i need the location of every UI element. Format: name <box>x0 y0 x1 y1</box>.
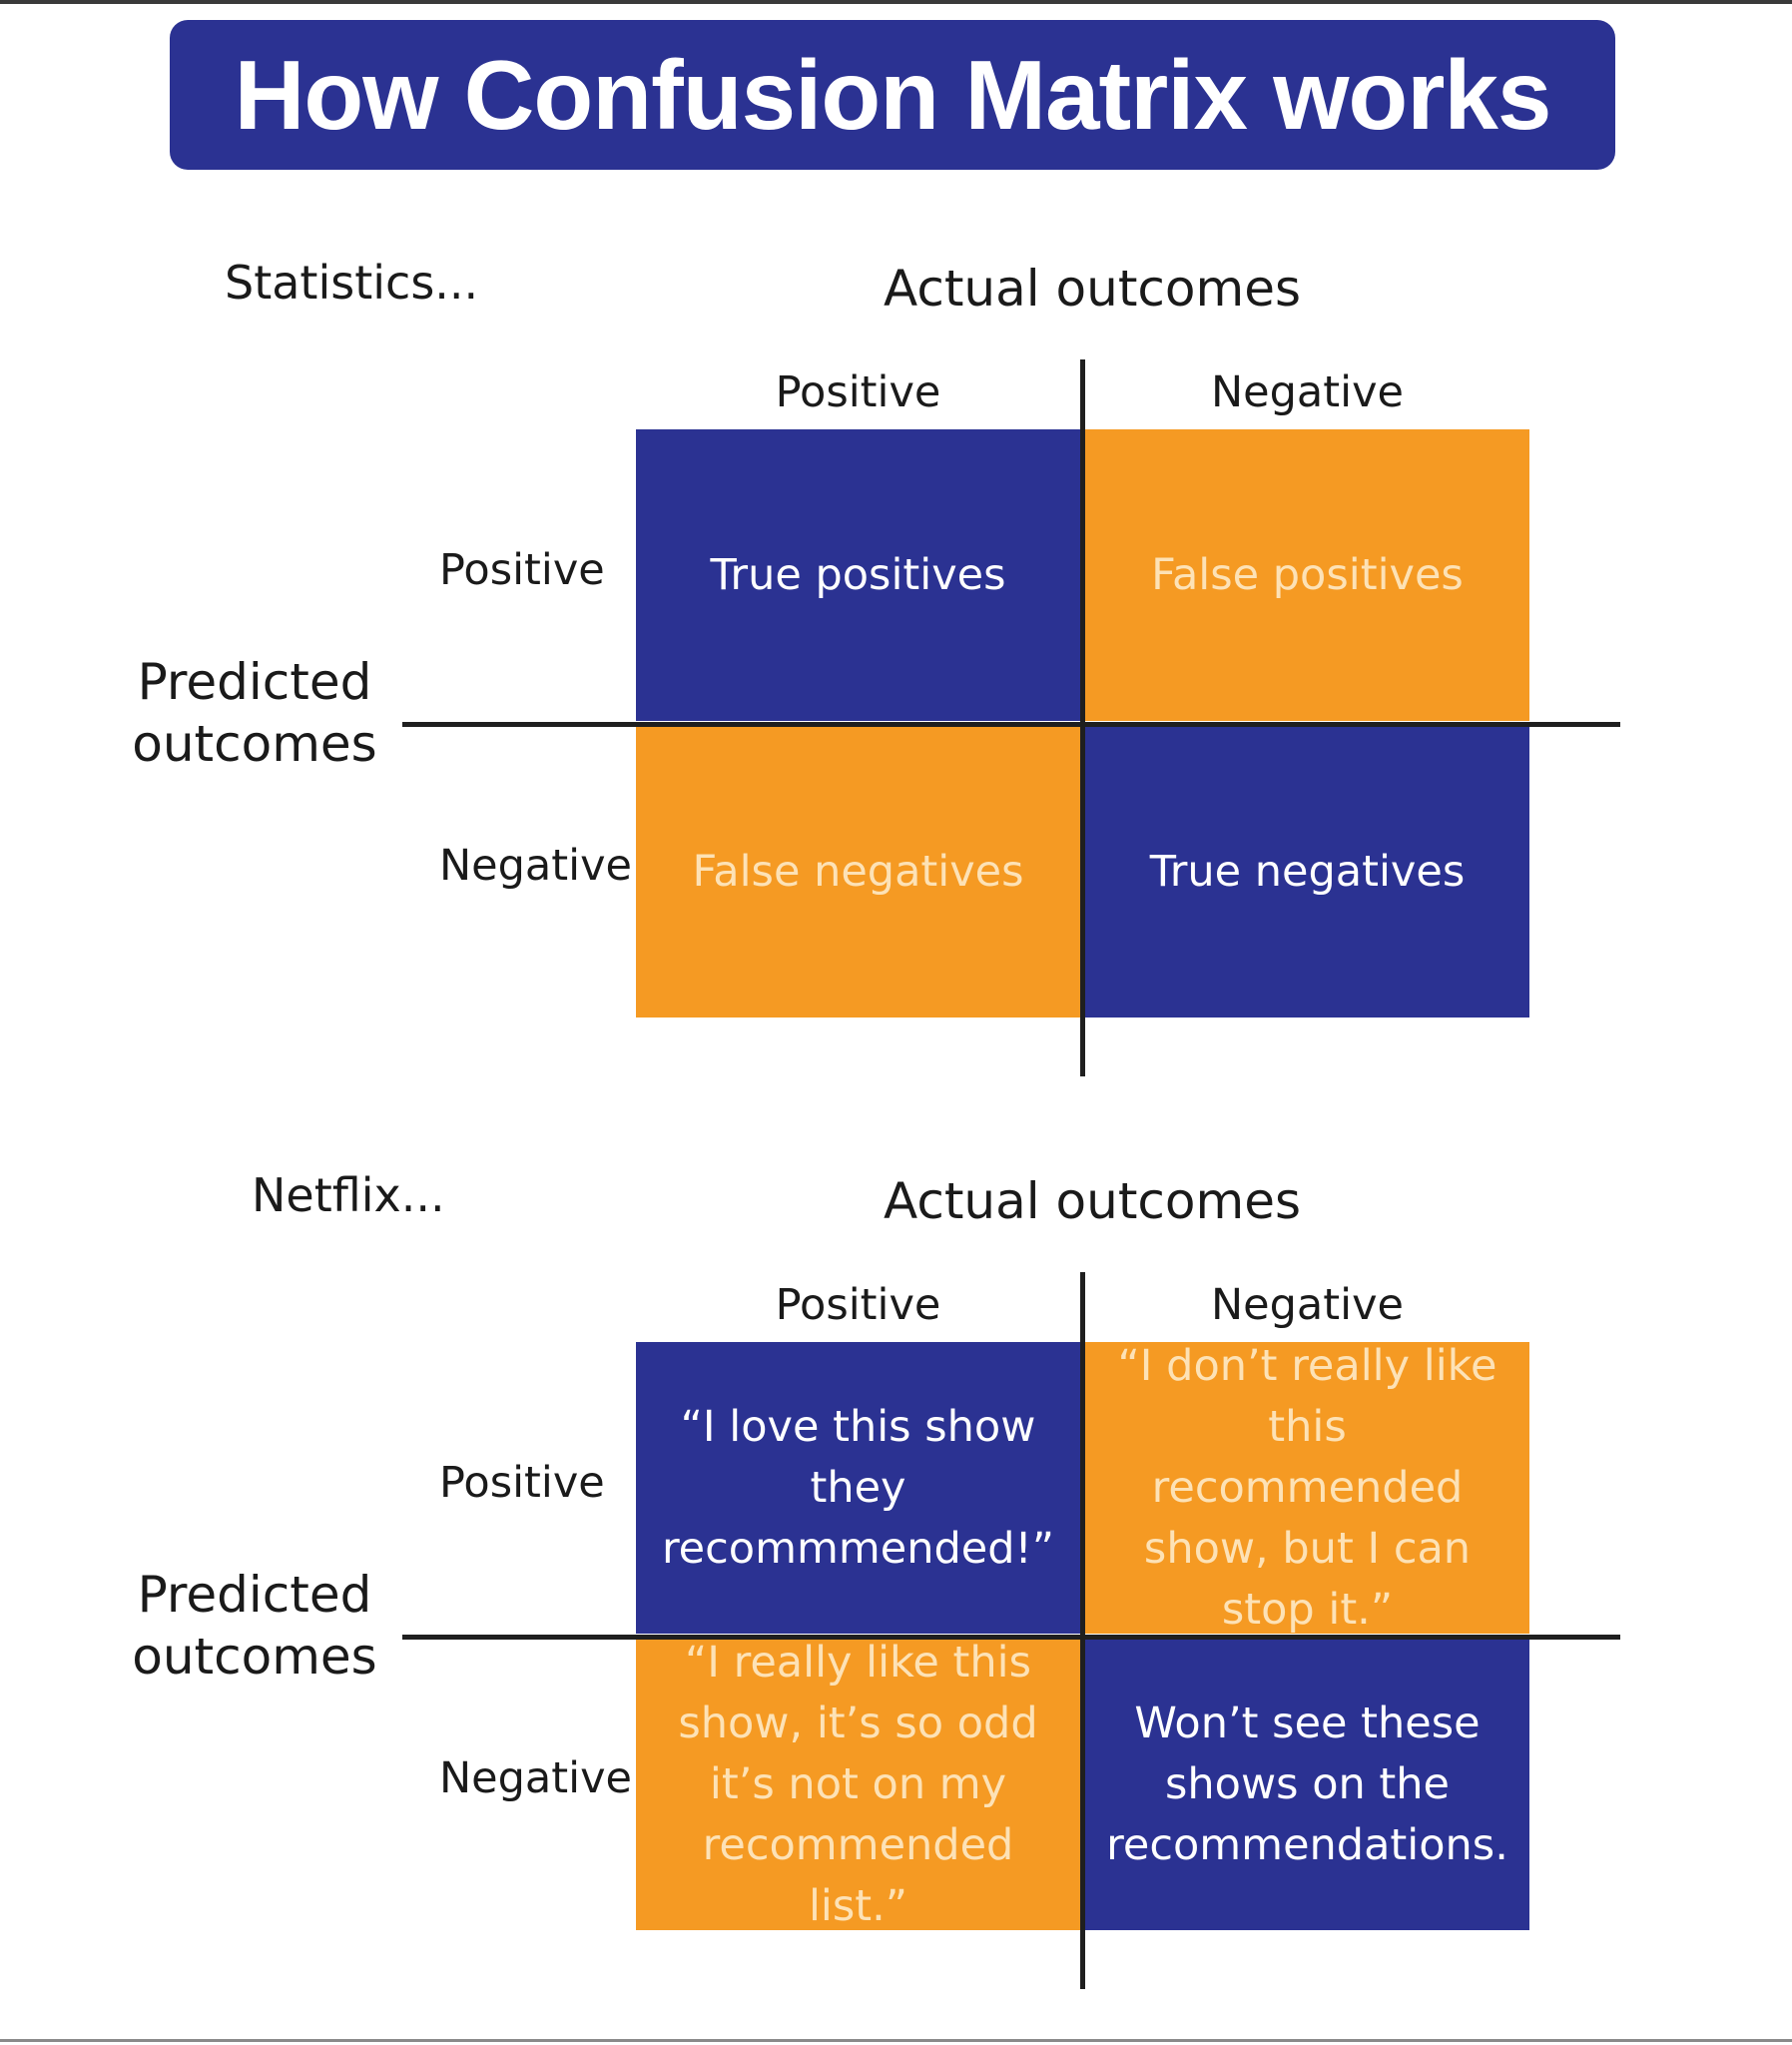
cell-false-negatives: “I really like this show, it’s so odd it… <box>636 1638 1080 1931</box>
section-label: Netflix... <box>252 1168 445 1222</box>
vertical-divider <box>1080 1272 1085 1989</box>
cell-text: “I love this show they recommmended!” <box>661 1401 1055 1574</box>
section-label: Statistics... <box>225 256 479 310</box>
actual-outcomes-title: Actual outcomes <box>884 1172 1302 1230</box>
predicted-outcomes-title: Predicted outcomes <box>130 651 379 775</box>
column-header-positive: Positive <box>775 367 941 417</box>
row-header-positive: Positive <box>439 545 605 595</box>
title-banner: How Confusion Matrix works <box>170 20 1615 170</box>
cell-text: True positives <box>710 549 1006 600</box>
column-header-negative: Negative <box>1211 1280 1404 1330</box>
actual-outcomes-title: Actual outcomes <box>884 260 1302 318</box>
cell-false-positives: “I don’t really like this recommended sh… <box>1085 1341 1529 1635</box>
row-header-negative: Negative <box>439 841 632 891</box>
bottom-border <box>0 2039 1792 2042</box>
cell-false-negatives: False negatives <box>636 726 1080 1018</box>
column-header-negative: Negative <box>1211 367 1404 417</box>
cell-true-positives: “I love this show they recommmended!” <box>636 1342 1080 1634</box>
cell-true-positives: True positives <box>636 429 1080 721</box>
netflix-matrix-section: Netflix... Actual outcomes Positive Nega… <box>0 1142 1792 2001</box>
statistics-matrix-section: Statistics... Actual outcomes Positive N… <box>0 230 1792 1088</box>
row-header-negative: Negative <box>439 1753 632 1803</box>
predicted-title-line: outcomes <box>132 715 377 773</box>
cell-text: “I don’t really like this recommended sh… <box>1117 1340 1497 1635</box>
row-header-positive: Positive <box>439 1458 605 1508</box>
cell-false-positives: False positives <box>1085 429 1529 721</box>
horizontal-divider <box>402 1635 1620 1640</box>
cell-text: False positives <box>1151 549 1464 600</box>
predicted-title-line: Predicted <box>137 653 372 711</box>
column-header-positive: Positive <box>775 1280 941 1330</box>
predicted-title-line: outcomes <box>132 1628 377 1686</box>
cell-true-negatives: True negatives <box>1085 726 1529 1018</box>
cell-true-negatives: Won’t see these shows on the recommendat… <box>1085 1639 1529 1930</box>
horizontal-divider <box>402 722 1620 727</box>
page-title: How Confusion Matrix works <box>234 39 1552 150</box>
predicted-title-line: Predicted <box>137 1566 372 1624</box>
top-border <box>0 0 1792 4</box>
cell-text: “I really like this show, it’s so odd it… <box>678 1637 1038 1931</box>
predicted-outcomes-title: Predicted outcomes <box>130 1564 379 1688</box>
cell-text: Won’t see these shows on the recommendat… <box>1106 1698 1508 1870</box>
vertical-divider <box>1080 359 1085 1076</box>
cell-text: True negatives <box>1149 846 1466 897</box>
cell-text: False negatives <box>692 846 1024 897</box>
